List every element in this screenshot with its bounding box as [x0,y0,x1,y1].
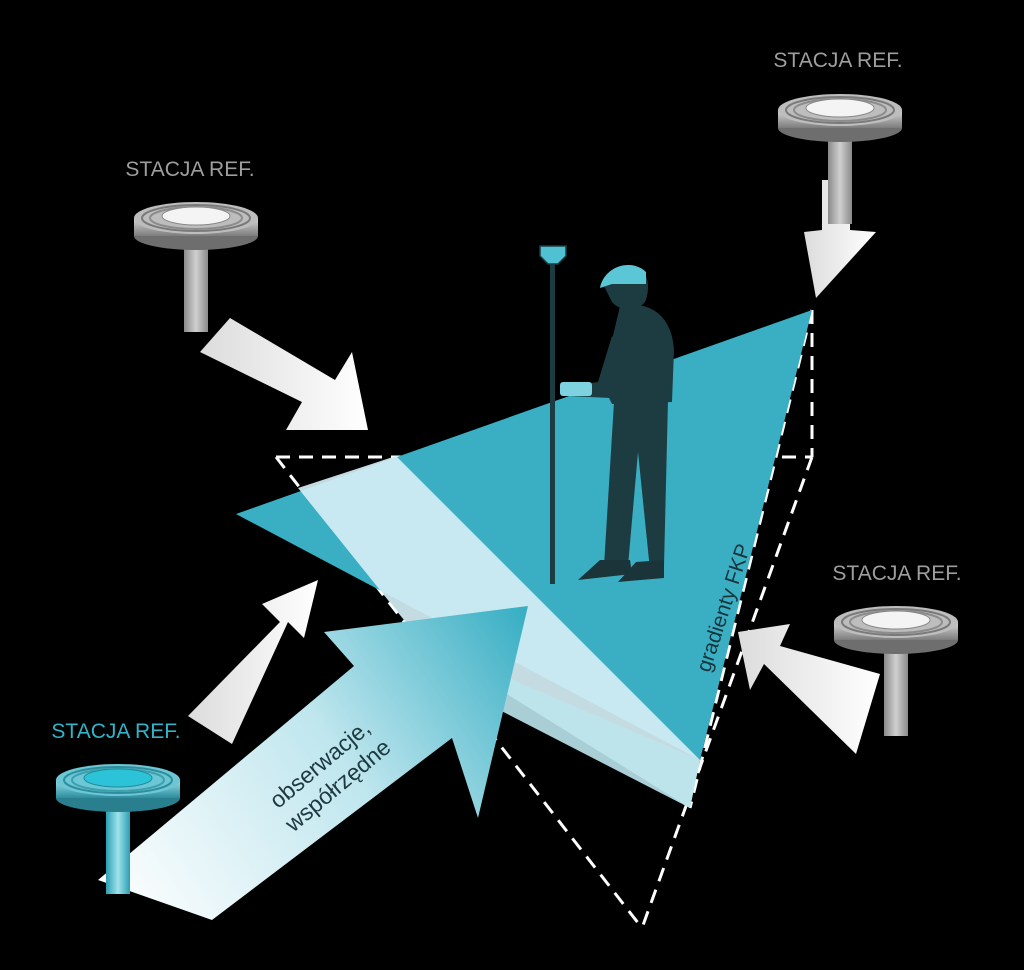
fkp-plane [236,310,812,760]
surveyor-icon [539,245,674,584]
station-label-bottom-left: STACJA REF. [51,720,180,743]
reference-station-icon [777,93,903,225]
observation-arrow [98,606,528,920]
reference-station-top-right [777,93,903,225]
station-label-left: STACJA REF. [125,158,254,181]
reference-station-icon [133,201,259,333]
arrow-icon [738,624,880,754]
reference-station-left [133,201,259,333]
station-label-right: STACJA REF. [832,562,961,585]
arrow-icon [188,580,318,744]
arrow-icon [804,180,876,298]
station-label-top-right: STACJA REF. [773,49,902,72]
arrow-icon [200,318,368,430]
gnss-receiver-icon [539,245,567,265]
gnss-pole [550,262,555,584]
